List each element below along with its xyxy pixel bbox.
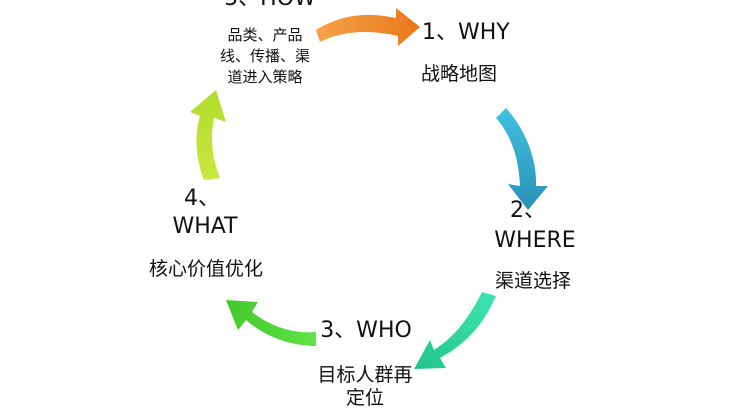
arrow-who-to-what — [226, 300, 316, 346]
node-what-title: WHAT — [172, 214, 238, 239]
node-what-number: 4、 — [184, 186, 220, 211]
node-how-title: 5、HOW — [210, 0, 330, 12]
node-why-description: 战略地图 — [421, 63, 498, 85]
node-what-description: 核心价值优化 — [148, 258, 263, 280]
arrow-what-to-how — [190, 90, 226, 180]
node-how-description: 品类、产品线、传播、渠道进入策略 — [220, 26, 311, 86]
node-who-title: 3、WHO — [320, 318, 412, 343]
arrow-why-to-where — [496, 108, 548, 210]
node-who-description: 目标人群再定位 — [317, 364, 413, 409]
node-where-description: 渠道选择 — [494, 270, 571, 292]
node-where-number: 2、 — [510, 198, 546, 223]
arrow-how-to-why — [316, 8, 420, 46]
node-why-title: 1、WHY — [422, 20, 510, 45]
arrow-where-to-who — [414, 292, 496, 369]
node-where-title: WHERE — [494, 228, 576, 253]
